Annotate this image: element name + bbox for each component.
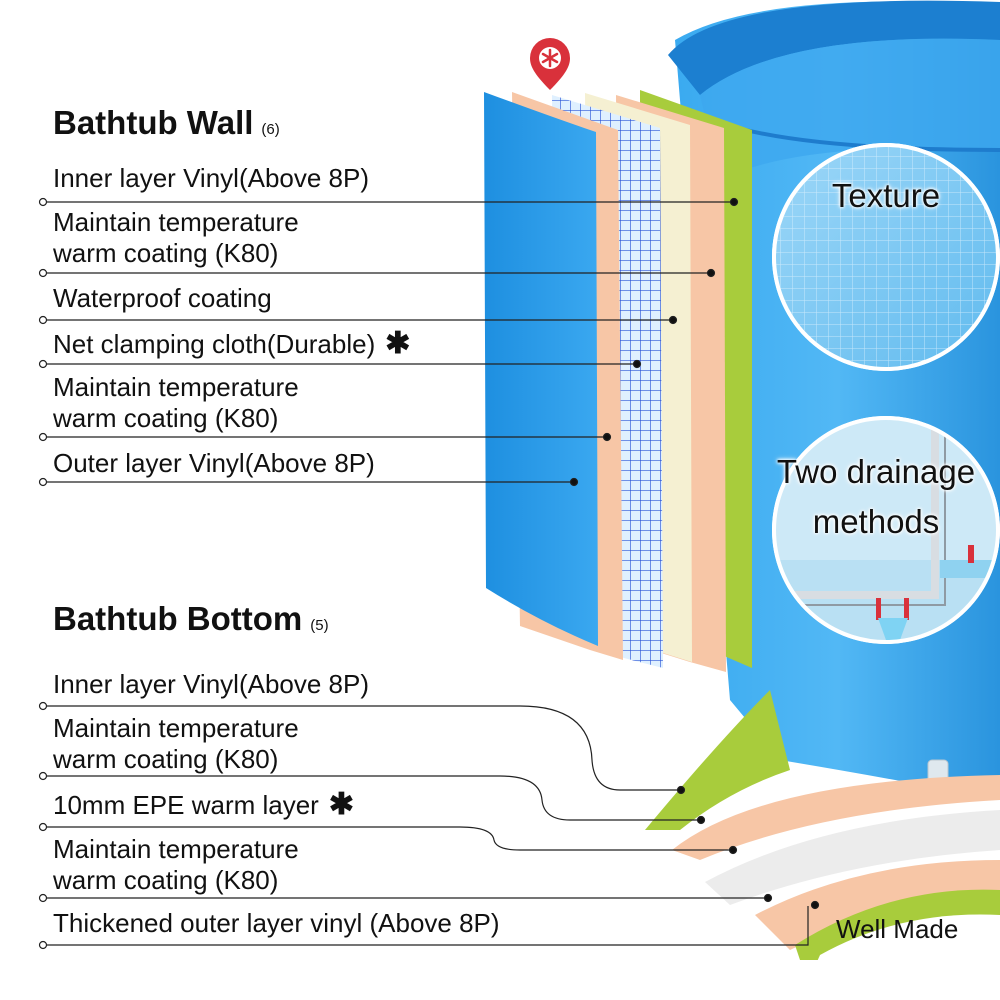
layer-label-line2: warm coating (K80): [53, 238, 279, 268]
bottom-layer-5-label: Thickened outer layer vinyl (Above 8P): [53, 908, 500, 939]
layer-label: Net clamping cloth(Durable): [53, 329, 376, 359]
bottom-layer-3-label: 10mm EPE warm layer ✱: [53, 789, 354, 821]
layer-label: 10mm EPE warm layer: [53, 790, 319, 820]
asterisk-icon: ✱: [328, 788, 354, 821]
layer-label: Inner layer Vinyl(Above 8P): [53, 163, 370, 193]
wall-layer-4-label: Net clamping cloth(Durable) ✱: [53, 328, 410, 360]
wall-heading-text: Bathtub Wall: [53, 104, 254, 141]
wall-layer-5-label: Maintain temperature warm coating (K80): [53, 372, 299, 434]
wall-layer-count: (6): [261, 121, 280, 138]
layer-label: Inner layer Vinyl(Above 8P): [53, 669, 370, 699]
wall-leader-lines: [38, 197, 739, 487]
wall-layer-2-label: Maintain temperature warm coating (K80): [53, 207, 299, 269]
layer-label: Thickened outer layer vinyl (Above 8P): [53, 908, 500, 938]
texture-label: Texture: [831, 177, 941, 214]
layer-label-line2: warm coating (K80): [53, 403, 279, 433]
wall-heading: Bathtub Wall (6): [53, 104, 280, 142]
layer-label-line2: warm coating (K80): [53, 744, 279, 774]
wall-layer-3-label: Waterproof coating: [53, 283, 272, 314]
bottom-layer-count: (5): [310, 617, 329, 634]
bottom-leader-lines: [38, 701, 820, 950]
bottom-layer-1-label: Inner layer Vinyl(Above 8P): [53, 669, 369, 700]
texture-callout-circle: [772, 143, 1000, 371]
layer-label-line2: warm coating (K80): [53, 865, 279, 895]
layer-label: Maintain temperature: [53, 834, 299, 864]
well-made-label: Well Made: [836, 914, 959, 944]
bottom-layer-sheets: [645, 690, 1000, 1000]
layer-label: Outer layer Vinyl(Above 8P): [53, 448, 375, 478]
bottom-heading-text: Bathtub Bottom: [53, 600, 303, 637]
drainage-label-line1: Two drainage: [776, 453, 976, 490]
layer-label: Waterproof coating: [53, 283, 272, 313]
asterisk-icon: ✱: [385, 327, 411, 360]
map-pin-icon: [530, 38, 570, 90]
drainage-label-line2: methods: [812, 503, 940, 540]
bottom-heading: Bathtub Bottom (5): [53, 600, 329, 638]
layer-label: Maintain temperature: [53, 372, 299, 402]
bottom-layer-2-label: Maintain temperature warm coating (K80): [53, 713, 299, 775]
wall-layer-sheets: [484, 90, 752, 672]
layer-label: Maintain temperature: [53, 207, 299, 237]
layer-label: Maintain temperature: [53, 713, 299, 743]
wall-layer-6-label: Outer layer Vinyl(Above 8P): [53, 448, 375, 479]
wall-layer-1-label: Inner layer Vinyl(Above 8P): [53, 163, 369, 194]
bottom-layer-4-label: Maintain temperature warm coating (K80): [53, 834, 299, 896]
